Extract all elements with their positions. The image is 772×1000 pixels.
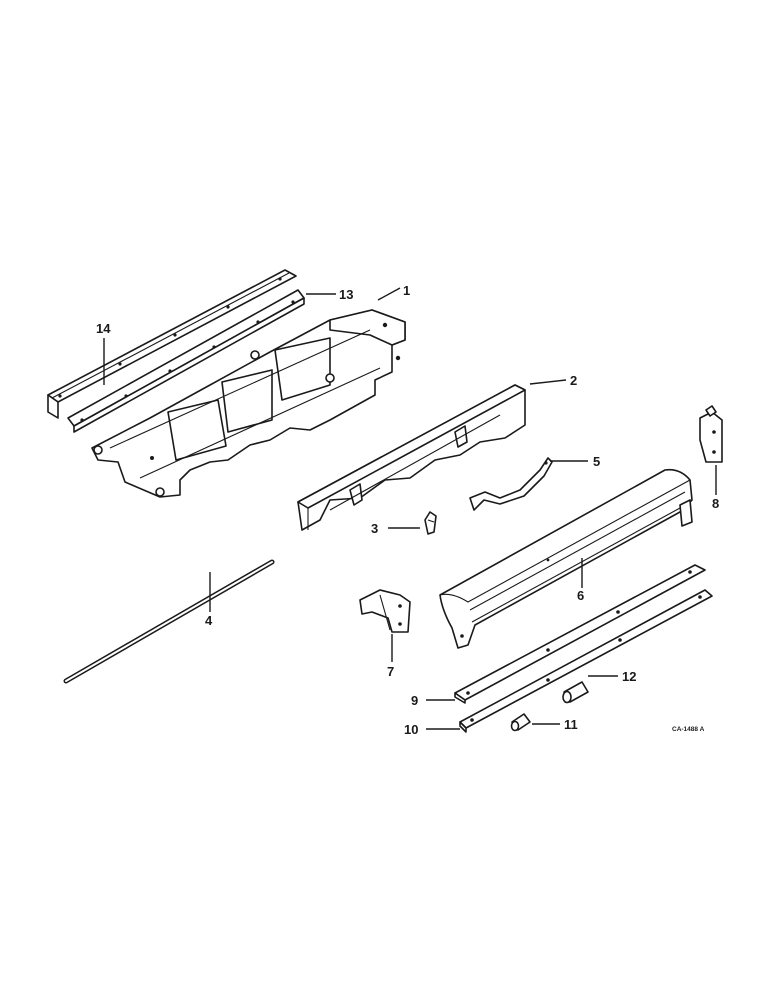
callout-13: 13: [339, 287, 353, 302]
part-3-small-clip: [424, 511, 437, 535]
part-10-flat-strip: [459, 589, 713, 733]
callout-12: 12: [622, 669, 636, 684]
part-9-flat-strip: [454, 564, 706, 704]
part-7-side-bracket: [359, 589, 411, 633]
part-8-mounting-bracket: [699, 405, 723, 463]
callout-6: 6: [577, 588, 584, 603]
callout-14: 14: [96, 321, 111, 336]
reference-code: CA-1488 A: [672, 726, 705, 733]
part-11-short-bushing: [510, 713, 531, 732]
part-14-angle-strip: [47, 269, 297, 419]
callout-10: 10: [404, 722, 418, 737]
part-2-long-shield: [297, 384, 526, 531]
leader-lines: [103, 287, 717, 730]
callout-3: 3: [371, 521, 378, 536]
callout-7: 7: [387, 664, 394, 679]
callout-9: 9: [411, 693, 418, 708]
part-1-divider-housing: [91, 309, 406, 498]
callout-1: 1: [403, 283, 410, 298]
callout-5: 5: [593, 454, 600, 469]
callout-4: 4: [205, 613, 213, 628]
part-6-trough-shield: [439, 468, 693, 649]
part-5-strap-bracket: [469, 457, 553, 511]
part-4-rod: [63, 559, 275, 684]
part-12-spacer-bushing: [562, 681, 589, 704]
callout-2: 2: [570, 373, 577, 388]
callout-11: 11: [564, 717, 578, 732]
callout-8: 8: [712, 496, 719, 511]
part-13-flat-strip: [67, 289, 305, 433]
